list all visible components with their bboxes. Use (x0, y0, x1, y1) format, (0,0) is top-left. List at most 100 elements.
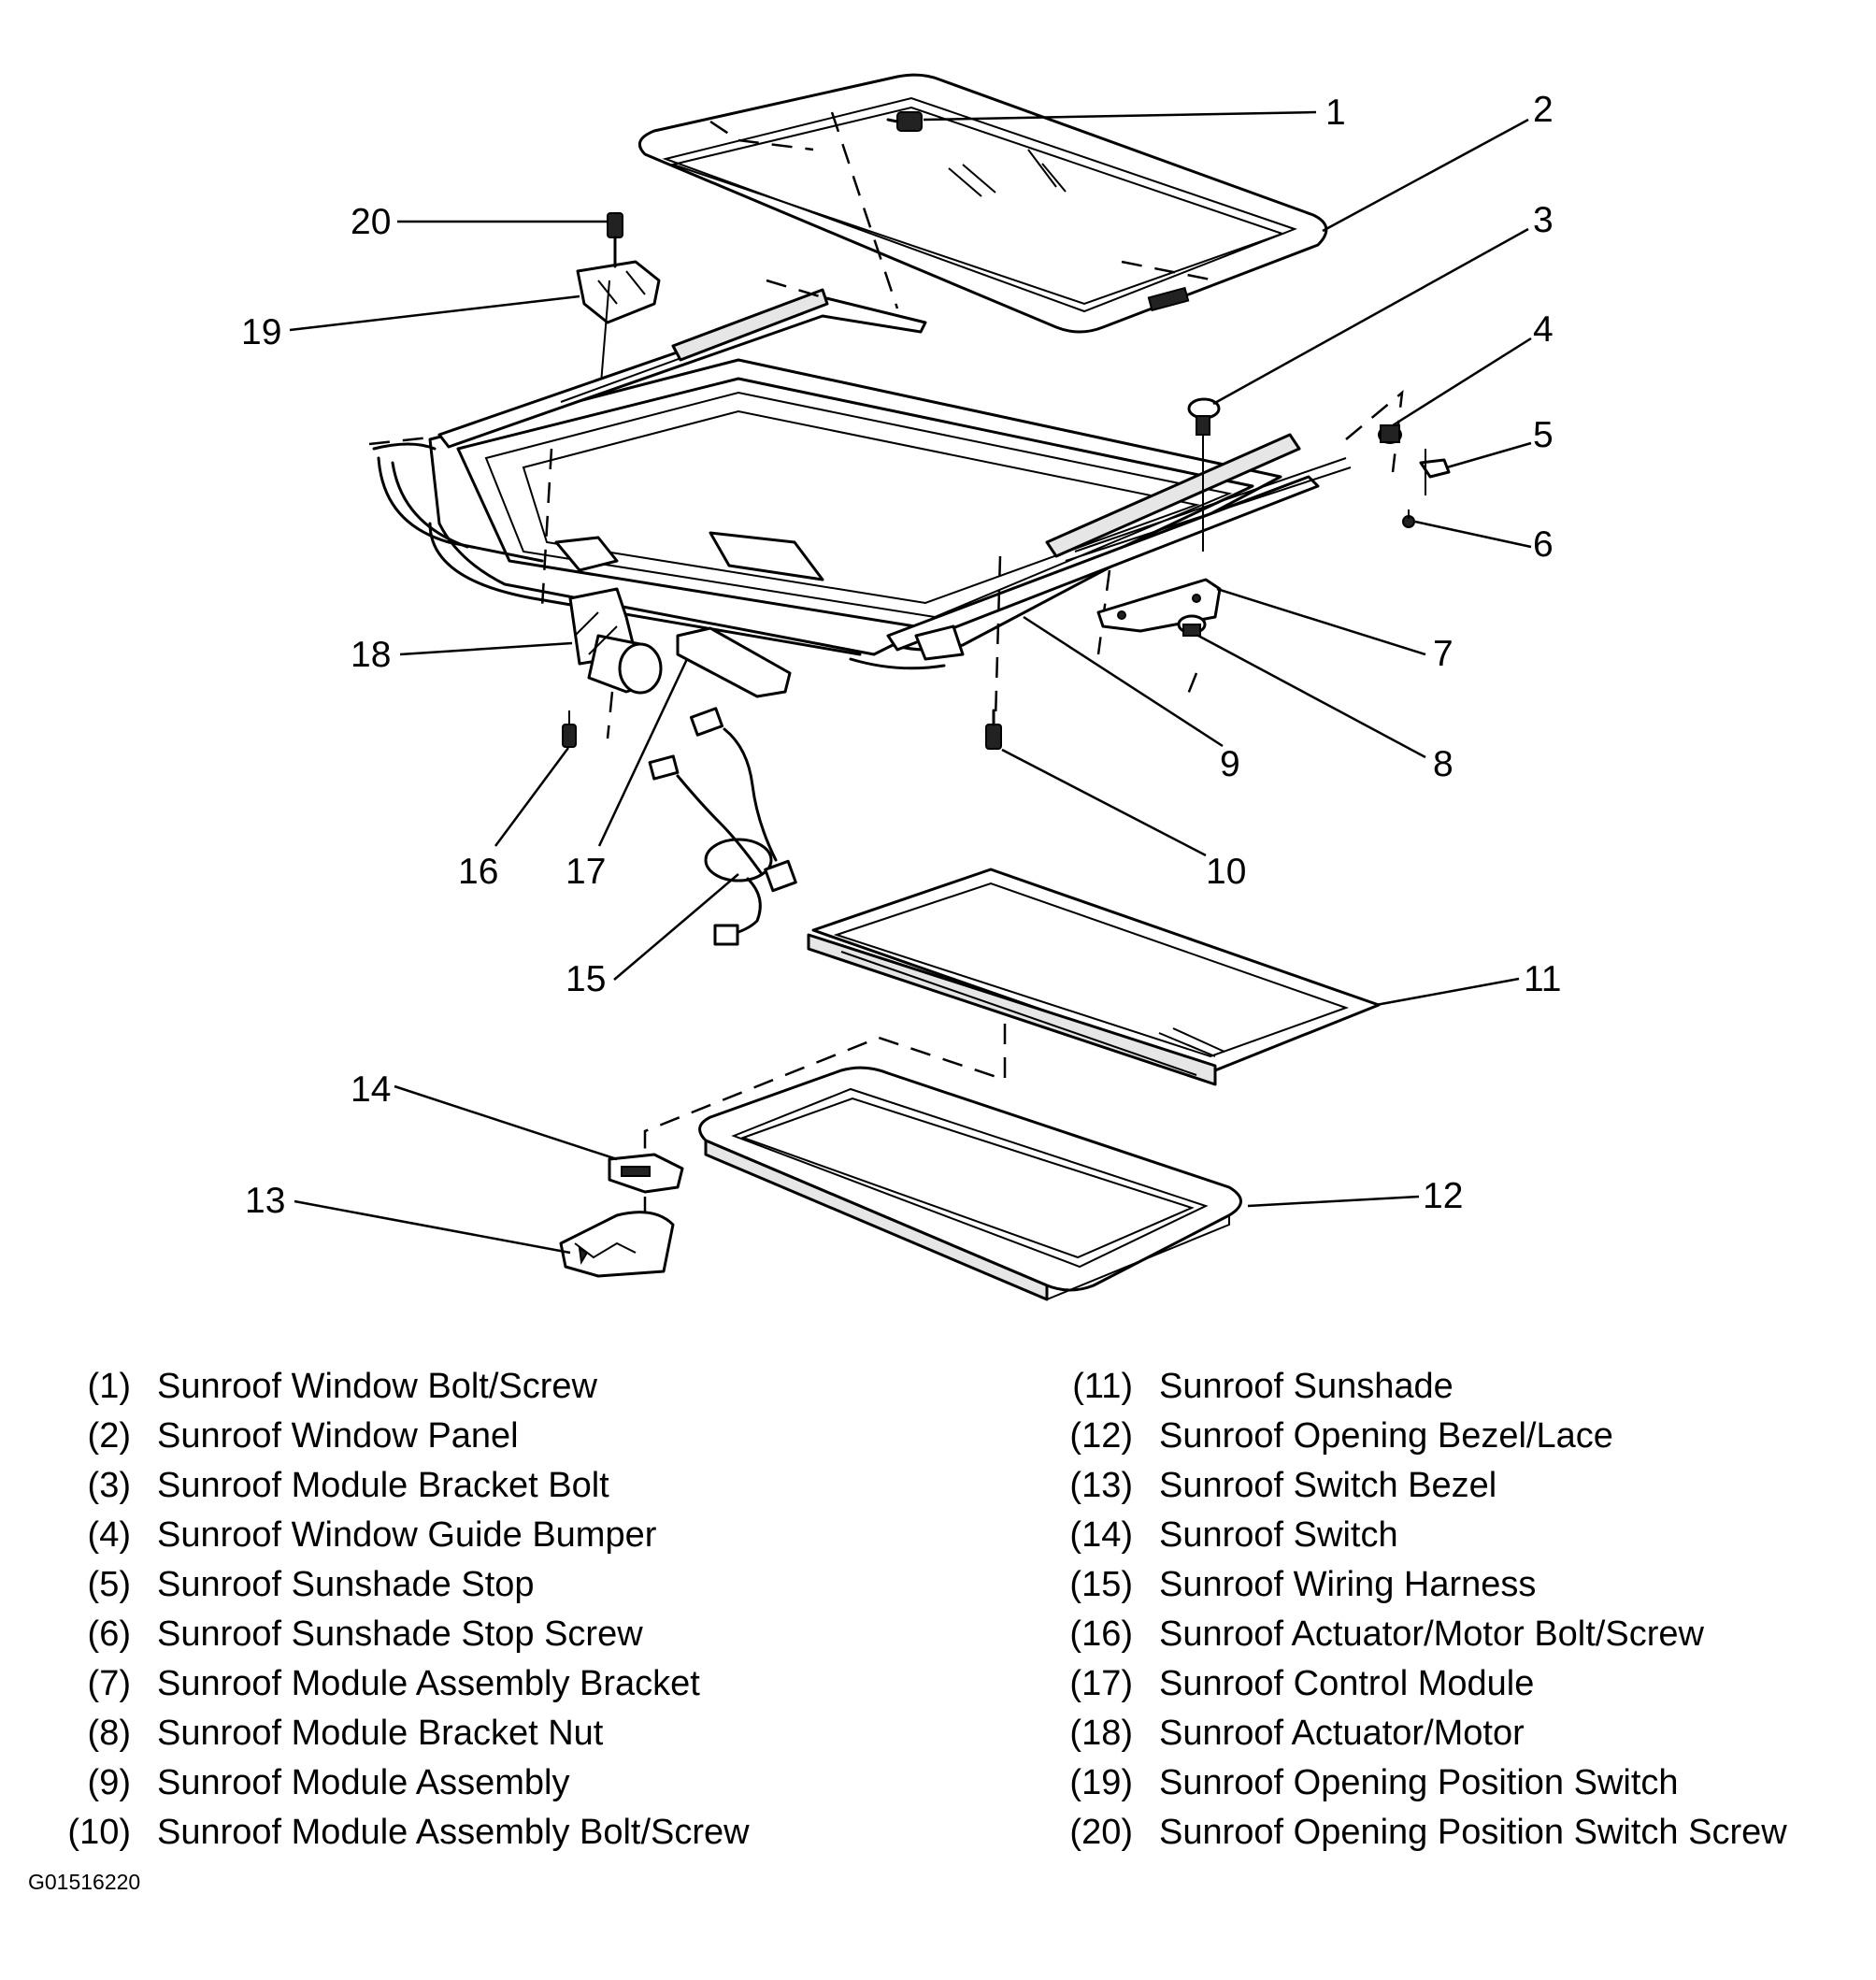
callout-19: 19 (241, 312, 281, 352)
callout-2: 2 (1533, 90, 1554, 130)
switch-bezel-drawing (559, 1211, 675, 1278)
legend-item: (6) Sunroof Sunshade Stop Screw (28, 1610, 750, 1659)
legend-item-label: Sunroof Switch (1159, 1515, 1398, 1555)
legend-item-label: Sunroof Window Bolt/Screw (157, 1367, 597, 1406)
legend-item: (2) Sunroof Window Panel (28, 1412, 750, 1461)
legend-item: (15) Sunroof Wiring Harness (1045, 1560, 1787, 1610)
legend-item-number: (6) (87, 1614, 131, 1654)
callout-18: 18 (351, 635, 391, 675)
legend-item-label: Sunroof Window Panel (157, 1416, 519, 1456)
legend-item-label: Sunroof Actuator/Motor (1159, 1714, 1525, 1753)
callout-12: 12 (1423, 1176, 1463, 1216)
legend-item-label: Sunroof Window Guide Bumper (157, 1515, 657, 1555)
legend-item-label: Sunroof Actuator/Motor Bolt/Screw (1159, 1614, 1704, 1654)
sunshade-drawing (807, 868, 1381, 1086)
callout-15: 15 (566, 959, 606, 999)
legend-item-number: (9) (87, 1763, 131, 1802)
legend-item-label: Sunroof Module Assembly Bracket (157, 1664, 700, 1703)
legend-item: (10) Sunroof Module Assembly Bolt/Screw (28, 1808, 750, 1858)
legend-item-label: Sunroof Module Bracket Bolt (157, 1466, 609, 1505)
callout-9: 9 (1220, 744, 1240, 784)
callout-20: 20 (351, 202, 391, 242)
window-bolt-drawing (886, 111, 923, 132)
legend-item: (8) Sunroof Module Bracket Nut (28, 1709, 750, 1758)
window-panel-drawing (637, 73, 1328, 334)
callout-numbers: 1 2 3 4 5 6 7 8 9 10 11 12 13 14 15 16 1… (241, 90, 1562, 1221)
legend-item-number: (2) (87, 1416, 131, 1456)
legend-left-column: (1) Sunroof Window Bolt/Screw (2) Sunroof … (28, 1362, 750, 1858)
legend-item: (18) Sunroof Actuator/Motor (1045, 1709, 1787, 1758)
legend-item-label: Sunroof Switch Bezel (1159, 1466, 1497, 1505)
callout-13: 13 (245, 1181, 285, 1221)
legend-item: (5) Sunroof Sunshade Stop (28, 1560, 750, 1610)
legend-item: (1) Sunroof Window Bolt/Screw (28, 1362, 750, 1412)
legend-item-number: (4) (87, 1515, 131, 1555)
legend-item-label: Sunroof Opening Position Switch (1159, 1763, 1679, 1802)
sunshade-stop-drawing (1402, 449, 1451, 528)
callout-16: 16 (458, 852, 498, 892)
callout-1: 1 (1325, 93, 1346, 133)
callout-7: 7 (1433, 634, 1454, 674)
callout-3: 3 (1533, 200, 1554, 240)
legend-item-number: (1) (87, 1367, 131, 1406)
callout-11: 11 (1524, 959, 1562, 999)
legend-item: (11)Sunroof Sunshade (1045, 1362, 1787, 1412)
module-bolt-drawing (985, 709, 1002, 750)
legend-item-number: (19) (1069, 1763, 1133, 1802)
bezel-lace-drawing (698, 1066, 1242, 1301)
legend-item-label: Sunroof Module Assembly Bolt/Screw (157, 1813, 750, 1852)
legend-item: (4) Sunroof Window Guide Bumper (28, 1511, 750, 1560)
legend-item: (3) Sunroof Module Bracket Bolt (28, 1461, 750, 1511)
leader-lines (289, 110, 1532, 1255)
legend-item: (17) Sunroof Control Module (1045, 1659, 1787, 1709)
legend-item-number: (5) (87, 1565, 131, 1604)
callout-4: 4 (1533, 309, 1554, 350)
legend-item-label: Sunroof Sunshade (1159, 1367, 1454, 1406)
legend-item-label: Sunroof Opening Bezel/Lace (1159, 1416, 1613, 1456)
bracket-bolt-drawing (1187, 397, 1221, 552)
legend-item-number: (8) (87, 1714, 131, 1753)
legend-item-number: (16) (1069, 1614, 1133, 1654)
control-module-drawing (676, 626, 792, 698)
callout-14: 14 (351, 1069, 391, 1110)
legend-item-number: (14) (1069, 1515, 1133, 1555)
actuator-motor-drawing (562, 587, 663, 748)
legend-item-label: Sunroof Module Bracket Nut (157, 1714, 604, 1753)
legend-item-label: Sunroof Sunshade Stop Screw (157, 1614, 643, 1654)
legend-item: (12) Sunroof Opening Bezel/Lace (1045, 1412, 1787, 1461)
legend-item-label: Sunroof Wiring Harness (1159, 1565, 1537, 1604)
legend-item-label: Sunroof Opening Position Switch Screw (1159, 1813, 1787, 1852)
legend-item: (13) Sunroof Switch Bezel (1045, 1461, 1787, 1511)
figure-code: G01516220 (28, 1870, 141, 1894)
legend-item-number: (10) (67, 1813, 131, 1852)
legend-item-label: Sunroof Sunshade Stop (157, 1565, 535, 1604)
callout-8: 8 (1433, 744, 1454, 784)
legend-item-number: (20) (1069, 1813, 1133, 1852)
legend-item: (7) Sunroof Module Assembly Bracket (28, 1659, 750, 1709)
legend-item-number: (15) (1069, 1565, 1133, 1604)
legend-item-number: (13) (1069, 1466, 1133, 1505)
legend-item-number: (12) (1069, 1416, 1133, 1456)
legend-item-label: Sunroof Module Assembly (157, 1763, 570, 1802)
legend-item: (19) Sunroof Opening Position Switch (1045, 1758, 1787, 1808)
legend-item: (20) Sunroof Opening Position Switch Scre… (1045, 1808, 1787, 1858)
switch-drawing (608, 1153, 684, 1225)
module-assembly-drawing (368, 279, 1404, 721)
legend-right-column: (11)Sunroof Sunshade (12) Sunroof Opening… (1045, 1362, 1787, 1858)
legend-item: (14) Sunroof Switch (1045, 1511, 1787, 1560)
callout-10: 10 (1206, 852, 1246, 892)
guide-bumper-drawing (1378, 424, 1402, 444)
legend-item-number: (18) (1069, 1714, 1133, 1753)
legend-item-number: (7) (87, 1664, 131, 1703)
legend-item: (16) Sunroof Actuator/Motor Bolt/Screw (1045, 1610, 1787, 1659)
legend-item: (9) Sunroof Module Assembly (28, 1758, 750, 1808)
legend-item-label: Sunroof Control Module (1159, 1664, 1535, 1703)
callout-5: 5 (1533, 415, 1554, 455)
exploded-sunroof-diagram: 1 2 3 4 5 6 7 8 9 10 11 12 13 14 15 16 1… (241, 73, 1562, 1301)
wiring-harness-drawing (648, 707, 797, 946)
module-bracket-drawing (1096, 578, 1222, 637)
callout-6: 6 (1533, 524, 1554, 565)
callout-17: 17 (566, 852, 606, 892)
legend-item-number: (17) (1069, 1664, 1133, 1703)
legend-item-number: (3) (87, 1466, 131, 1505)
